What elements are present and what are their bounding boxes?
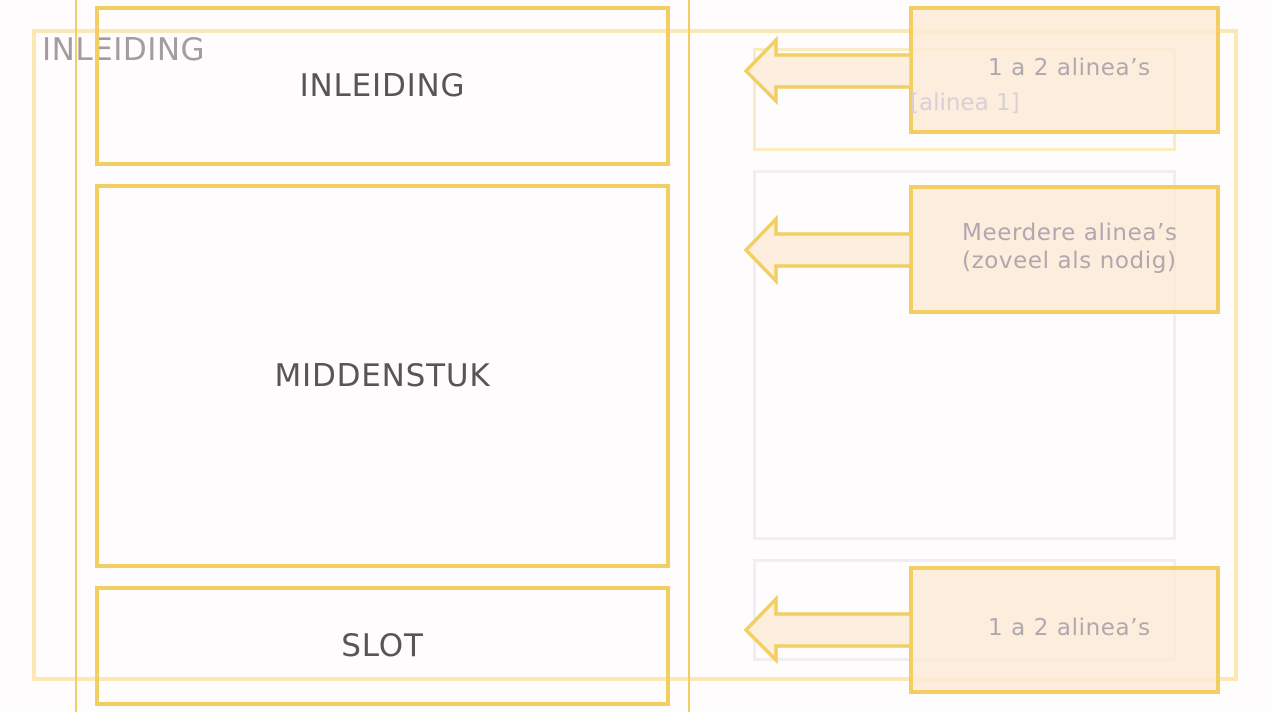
- callout-middle-text-line2: (zoveel als nodig): [962, 248, 1177, 274]
- callout-intro-text: 1 a 2 alinea’s: [988, 55, 1151, 81]
- callout-middle-text-line1: Meerdere alinea’s: [962, 220, 1178, 246]
- background-paragraph-label: [alinea 1]: [910, 90, 1020, 116]
- paragraph-block-middle: [753, 170, 1176, 540]
- background-frame: [32, 29, 1238, 681]
- callout-middle-box: [909, 185, 1220, 314]
- section-intro-label: INLEIDING: [299, 68, 466, 104]
- callout-end-text: 1 a 2 alinea’s: [988, 615, 1151, 641]
- section-middle: MIDDENSTUK: [95, 184, 670, 568]
- background-line-left: [75, 0, 77, 712]
- section-end: SLOT: [95, 586, 670, 706]
- background-title: INLEIDING: [42, 32, 206, 68]
- background-line-right: [688, 0, 690, 712]
- section-intro: INLEIDING: [95, 6, 670, 166]
- section-end-label: SLOT: [341, 628, 424, 664]
- section-middle-label: MIDDENSTUK: [274, 358, 491, 394]
